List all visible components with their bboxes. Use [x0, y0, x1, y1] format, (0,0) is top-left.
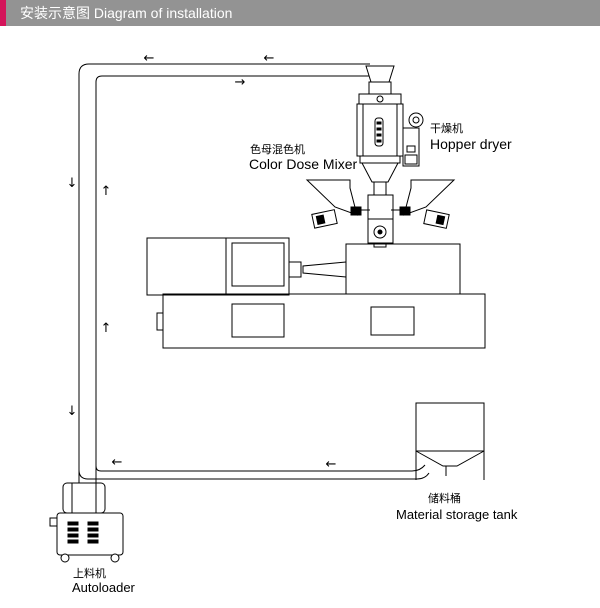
flow-arrow-bottom-left: ← — [112, 455, 123, 470]
feed-pipe-outer — [78, 63, 370, 483]
hopper-dryer — [356, 65, 424, 196]
return-pipe-outer — [78, 469, 430, 480]
flow-arrow-down-lower: ↓ — [67, 404, 78, 419]
autoloader-label-zh: 上料机 — [73, 568, 106, 580]
color-dose-mixer-label-en: Color Dose Mixer — [249, 156, 358, 172]
color-dose-mixer-label-zh: 色母混色机 — [250, 144, 305, 156]
material-storage-tank — [415, 402, 485, 480]
feed-pipe-inner — [95, 75, 370, 483]
hopper-dryer-label-en: Hopper dryer — [430, 136, 512, 152]
return-pipe-inner — [95, 464, 426, 472]
material-storage-tank-label-zh: 储料桶 — [428, 493, 461, 505]
color-dose-mixer — [305, 179, 456, 248]
diagram-title: 安装示意图 Diagram of installation — [20, 5, 233, 21]
flow-arrow-up-upper: ↑ — [101, 184, 112, 199]
autoloader — [49, 482, 124, 563]
flow-arrow-top-left: ← — [144, 51, 155, 66]
injection-molding-machine — [146, 237, 486, 349]
flow-arrow-top-right: ← — [264, 51, 275, 66]
flow-arrow-bottom-right: ← — [326, 457, 337, 472]
diagram-header: 安装示意图 Diagram of installation — [0, 0, 600, 26]
material-storage-tank-label-en: Material storage tank — [396, 507, 518, 522]
flow-arrow-up-lower: ↑ — [101, 321, 112, 336]
autoloader-label-en: Autoloader — [72, 580, 135, 595]
flow-arrow-top-feed: → — [235, 75, 246, 90]
header-accent-bar — [0, 0, 6, 26]
hopper-dryer-label-zh: 干燥机 — [430, 123, 463, 135]
flow-arrow-down-upper: ↓ — [67, 176, 78, 191]
